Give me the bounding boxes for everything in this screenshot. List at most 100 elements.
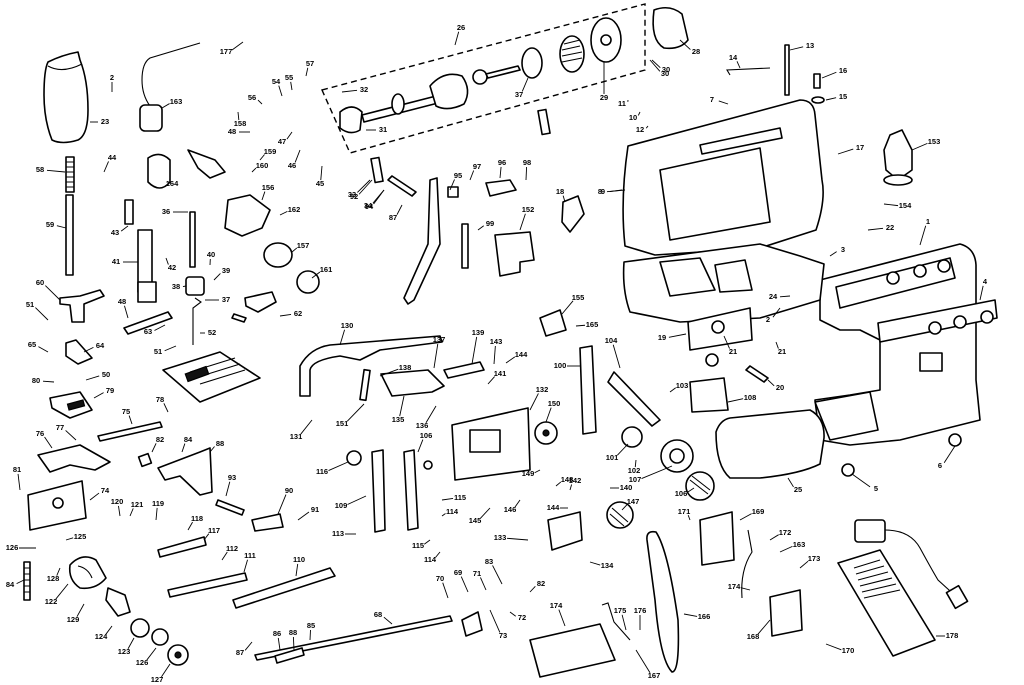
part-number-label: 148 <box>561 475 574 484</box>
leader-line <box>779 545 793 553</box>
leader-line <box>479 507 491 519</box>
callout-21: 21 <box>723 335 737 356</box>
leader-line <box>668 333 687 338</box>
callout-33: 33 <box>348 179 371 199</box>
part-number-label: 87 <box>236 648 244 657</box>
part-number-label: 32 <box>360 85 368 94</box>
part-number-label: 28 <box>692 47 700 56</box>
part-rod <box>189 211 196 268</box>
leader-line <box>297 511 310 521</box>
leader-line <box>799 560 809 569</box>
leader-line <box>558 609 566 627</box>
part-number-label: 33 <box>348 190 356 199</box>
leader-line <box>727 398 744 403</box>
leader-line <box>17 473 21 491</box>
leader-line <box>635 649 651 673</box>
callout-83: 83 <box>485 557 503 585</box>
callout-166: 166 <box>683 612 710 621</box>
leader-line <box>645 125 649 129</box>
leader-line <box>279 210 288 216</box>
callout-118: 118 <box>187 514 203 531</box>
leader-line <box>433 343 439 369</box>
part-bracket-88 <box>157 447 213 496</box>
part-number-label: 75 <box>122 407 130 416</box>
part-number-label: 36 <box>162 207 170 216</box>
part-number-label: 6 <box>938 461 942 470</box>
callout-71: 71 <box>473 569 487 591</box>
part-number-label: 95 <box>454 171 462 180</box>
part-number-label: 107 <box>629 475 642 484</box>
leader-line <box>435 551 441 558</box>
leader-line <box>575 324 586 327</box>
part-number-label: 41 <box>112 257 120 266</box>
callout-119: 119 <box>152 499 164 521</box>
leader-line <box>767 379 775 387</box>
part-number-label: 104 <box>605 336 618 345</box>
leader-line <box>829 251 837 257</box>
callout-124: 124 <box>95 625 113 641</box>
callout-171: 171 <box>678 507 691 521</box>
part-number-label: 16 <box>839 66 847 75</box>
leader-line <box>499 166 502 179</box>
part-number-label: 168 <box>747 632 760 641</box>
callout-2b: 2 <box>766 307 781 324</box>
part-number-label: 145 <box>469 516 482 525</box>
leader-line <box>825 97 837 101</box>
leader-line <box>83 346 94 353</box>
part-number-label: 164 <box>166 179 179 188</box>
part-number-label: 175 <box>614 606 627 615</box>
leader-line <box>161 103 170 109</box>
part-number-label: 116 <box>316 467 328 476</box>
part-number-label: 2 <box>766 315 770 324</box>
part-number-label: 158 <box>234 119 247 128</box>
leader-line <box>669 387 677 393</box>
leader-line <box>505 356 516 364</box>
part-number-label: 150 <box>548 399 561 408</box>
leader-line <box>509 611 517 617</box>
part-number-label: 169 <box>752 507 765 516</box>
callout-16: 16 <box>821 66 847 79</box>
part-number-label: 159 <box>264 147 277 156</box>
part-number-label: 129 <box>67 615 80 624</box>
callout-42: 42 <box>165 257 176 272</box>
part-number-label: 121 <box>131 500 144 509</box>
part-number-label: 98 <box>523 158 531 167</box>
leader-line <box>736 61 741 69</box>
part-number-label: 22 <box>886 223 894 232</box>
leader-line <box>979 285 984 301</box>
leader-line <box>225 481 231 497</box>
leader-line <box>320 165 323 181</box>
callout-97: 97 <box>469 162 481 181</box>
callout-82b: 82 <box>529 579 545 593</box>
part-number-label: 113 <box>332 529 344 538</box>
part-number-label: 5 <box>874 484 878 493</box>
leader-line <box>740 587 751 591</box>
part-number-label: 115 <box>412 541 424 550</box>
leader-line <box>423 539 431 545</box>
leader-line <box>606 189 626 193</box>
part-face-cover <box>43 51 89 144</box>
part-number-label: 146 <box>504 505 517 514</box>
callout-144b: 144 <box>547 503 568 512</box>
part-number-label: 154 <box>899 201 912 210</box>
callout-116: 116 <box>316 461 349 476</box>
callout-55: 55 <box>285 73 293 91</box>
part-number-label: 10 <box>629 113 637 122</box>
callout-15: 15 <box>825 92 847 101</box>
leader-line <box>883 203 899 207</box>
callout-88b: 88 <box>289 628 297 651</box>
leader-line <box>621 614 627 631</box>
callout-41: 41 <box>112 257 138 266</box>
leader-line <box>683 613 698 617</box>
part-number-label: 29 <box>600 93 608 102</box>
callout-73: 73 <box>489 609 507 640</box>
callout-51: 51 <box>26 300 49 321</box>
callout-102: 102 <box>628 459 640 475</box>
callout-121: 121 <box>129 500 144 517</box>
part-number-label: 38 <box>172 282 180 291</box>
callout-58: 58 <box>36 165 66 174</box>
leader-line <box>477 225 485 231</box>
leader-line <box>441 497 454 501</box>
part-number-label: 134 <box>601 561 614 570</box>
part-number-label: 117 <box>208 526 220 535</box>
